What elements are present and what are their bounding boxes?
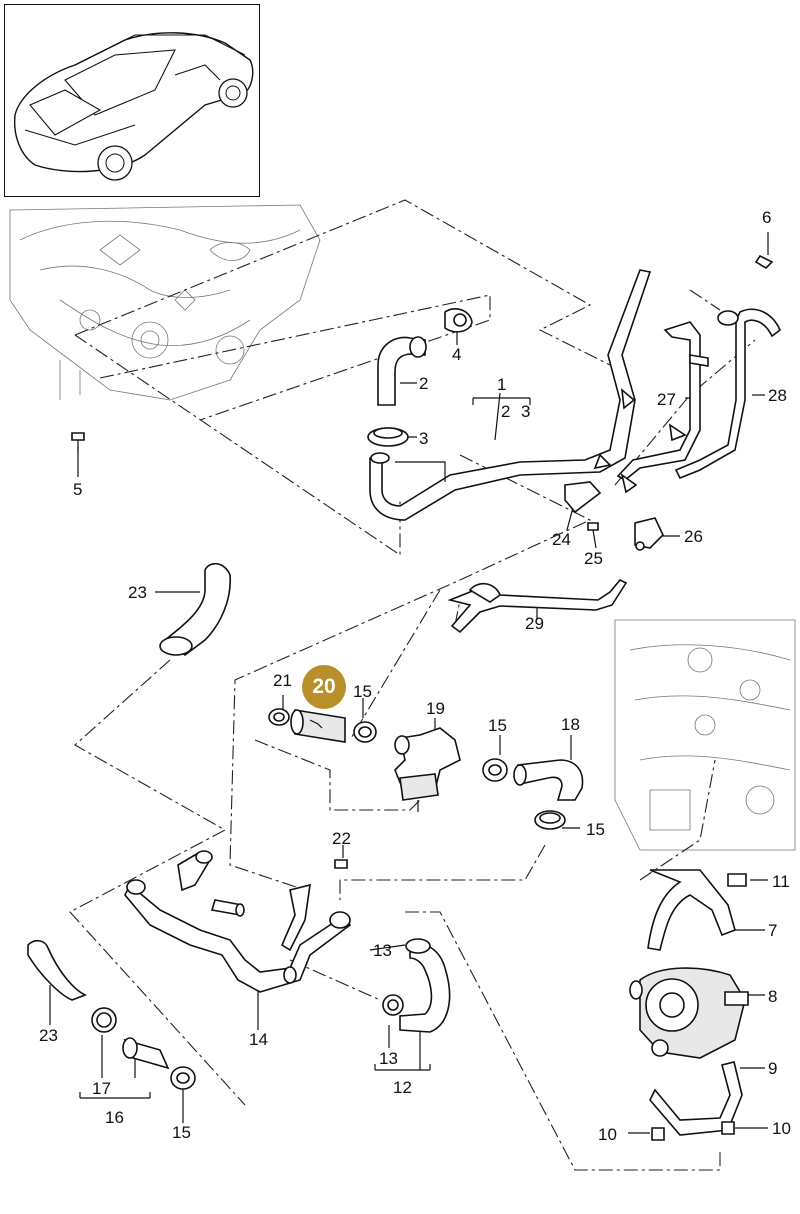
callout-5[interactable]: 5: [73, 480, 83, 499]
callout-21[interactable]: 21: [273, 671, 292, 690]
callout-29[interactable]: 29: [525, 614, 544, 633]
callout-14[interactable]: 14: [249, 1030, 268, 1049]
hose-18: [513, 759, 584, 801]
callout-2[interactable]: 2: [419, 374, 429, 393]
bracket-7: [647, 869, 736, 951]
callout-10-right[interactable]: 10: [772, 1119, 791, 1138]
bolt-22: [334, 859, 348, 869]
bolt-11: [727, 873, 747, 887]
callout-7[interactable]: 7: [768, 921, 778, 940]
callout-27[interactable]: 27: [657, 390, 676, 409]
pipe-14: [124, 850, 352, 993]
callout-10-left[interactable]: 10: [598, 1125, 617, 1144]
hose-2: [377, 336, 427, 406]
thermostat-19: [394, 727, 461, 812]
sleeve-20: [290, 709, 346, 743]
callout-15-c[interactable]: 15: [586, 820, 605, 839]
engine-block-top: [9, 204, 321, 401]
vehicle-sketch: [13, 32, 254, 181]
valve-26: [634, 517, 664, 551]
callout-23-bottom[interactable]: 23: [39, 1026, 58, 1045]
bolt-5: [71, 432, 85, 452]
callout-9[interactable]: 9: [768, 1059, 778, 1078]
callout-15-a[interactable]: 15: [353, 682, 372, 701]
bolt-10-b: [721, 1121, 735, 1135]
callout-3-sub[interactable]: 3: [521, 402, 531, 421]
callout-13-top[interactable]: 13: [373, 941, 392, 960]
bracket-24: [564, 481, 602, 514]
clamp-3: [367, 427, 409, 447]
callout-11[interactable]: 11: [772, 872, 790, 891]
bracket-9: [649, 1061, 743, 1136]
pump-8: [629, 967, 749, 1059]
hose-28: [674, 308, 781, 480]
callout-13-bottom[interactable]: 13: [379, 1049, 398, 1068]
clamp-17: [91, 1007, 117, 1033]
callout-19[interactable]: 19: [426, 699, 445, 718]
leader-lines: [49, 232, 769, 1134]
sleeve-16: [122, 1037, 170, 1070]
clamp-4: [444, 308, 473, 333]
clamp-15-d: [170, 1066, 196, 1090]
callout-12[interactable]: 12: [393, 1078, 412, 1097]
callout-22[interactable]: 22: [332, 829, 351, 848]
callout-17[interactable]: 17: [92, 1079, 111, 1098]
bolt-10-a: [651, 1127, 665, 1141]
callout-4[interactable]: 4: [452, 345, 462, 364]
callout-15-b[interactable]: 15: [488, 716, 507, 735]
hose-23-lower: [27, 939, 87, 1001]
hose-23-upper: [159, 562, 231, 656]
callout-18[interactable]: 18: [561, 715, 580, 734]
clamp-15-b: [482, 758, 508, 782]
bolt-6: [754, 254, 774, 270]
callout-26[interactable]: 26: [684, 527, 703, 546]
hose-29: [447, 579, 628, 634]
callout-25[interactable]: 25: [584, 549, 603, 568]
hose-27: [616, 321, 709, 494]
callout-8[interactable]: 8: [768, 987, 778, 1006]
engine-block-right: [614, 619, 796, 851]
callout-28[interactable]: 28: [768, 386, 787, 405]
clamp-13-b: [382, 994, 404, 1016]
clamp-13-a: [405, 938, 431, 954]
bolt-25: [587, 522, 599, 531]
callout-24[interactable]: 24: [552, 530, 571, 549]
callout-16[interactable]: 16: [105, 1108, 124, 1127]
clamp-15-c: [534, 810, 566, 830]
pipe-1: [369, 269, 652, 521]
callout-23-top[interactable]: 23: [128, 583, 147, 602]
highlighted-part-badge[interactable]: 20: [302, 665, 346, 709]
hose-12: [399, 943, 451, 1033]
clamp-15-a: [353, 721, 377, 743]
vehicle-overview-inset: [4, 4, 260, 197]
callout-3[interactable]: 3: [419, 429, 429, 448]
clamp-21: [268, 708, 290, 726]
callout-15-d[interactable]: 15: [172, 1123, 191, 1142]
callout-2-sub[interactable]: 2: [501, 402, 511, 421]
callout-6[interactable]: 6: [762, 208, 772, 227]
callout-1[interactable]: 1: [497, 375, 507, 394]
